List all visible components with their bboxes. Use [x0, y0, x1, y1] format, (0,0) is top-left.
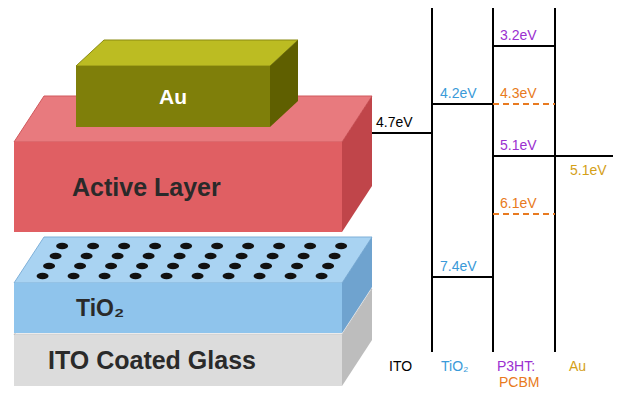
pore-dot — [149, 243, 161, 249]
pore-dot — [161, 273, 173, 279]
pore-dot — [180, 243, 192, 249]
axis-line — [554, 8, 556, 352]
pore-dot — [43, 263, 55, 269]
pore-dot — [105, 263, 117, 269]
au-side-face — [270, 40, 298, 127]
pore-dots — [37, 243, 348, 279]
pore-dot — [316, 273, 328, 279]
pore-dot — [236, 253, 248, 259]
material-name: TiO₂ — [441, 358, 468, 374]
pore-dot — [56, 243, 68, 249]
pore-dot — [143, 253, 155, 259]
energy-value: 6.1eV — [500, 195, 537, 211]
energy-value: 4.2eV — [440, 85, 477, 101]
pore-dot — [285, 273, 297, 279]
pcbm-level — [493, 103, 555, 105]
pore-dot — [211, 243, 223, 249]
layer-name: Au — [159, 85, 187, 109]
pore-dot — [74, 263, 86, 269]
pore-dot — [198, 263, 210, 269]
energy-value: 3.2eV — [500, 27, 537, 43]
axis-line — [431, 8, 433, 352]
energy-value: 4.3eV — [500, 85, 537, 101]
pore-dot — [223, 273, 235, 279]
pore-dot — [112, 253, 124, 259]
pore-dot — [136, 263, 148, 269]
material-name: PCBM — [499, 374, 539, 390]
tio2-level — [432, 276, 493, 278]
tio2-top-face — [14, 237, 372, 283]
energy-value: 7.4eV — [440, 258, 477, 274]
pore-dot — [335, 243, 347, 249]
material-name: Au — [569, 358, 586, 374]
pore-dot — [50, 253, 62, 259]
pore-dot — [273, 243, 285, 249]
pore-dot — [87, 243, 99, 249]
layer-name: ITO Coated Glass — [48, 346, 256, 375]
pore-dot — [205, 253, 217, 259]
active-side-face — [342, 96, 372, 232]
p3ht-level — [493, 45, 555, 47]
axis-line — [492, 8, 494, 352]
pore-dot — [81, 253, 93, 259]
pore-dot — [130, 273, 142, 279]
active-layer: Active Layer — [14, 142, 342, 232]
pore-dot — [118, 243, 130, 249]
p3ht-level — [493, 155, 555, 157]
pore-dot — [267, 253, 279, 259]
pore-dot — [322, 263, 334, 269]
energy-axes — [432, 8, 555, 352]
pore-dot — [291, 263, 303, 269]
pore-dot — [260, 263, 272, 269]
pore-dot — [229, 263, 241, 269]
au-level — [555, 155, 613, 157]
pore-dot — [304, 243, 316, 249]
tio2-side-face — [342, 237, 372, 333]
tio2-level — [432, 103, 493, 105]
layer-name: TiO₂ — [76, 295, 124, 322]
pore-dot — [174, 253, 186, 259]
energy-value: 4.7eV — [376, 114, 413, 130]
energy-levels — [372, 46, 613, 277]
pore-dot — [192, 273, 204, 279]
au-top-face — [76, 40, 298, 66]
energy-value: 5.1eV — [570, 162, 607, 178]
layer-name: Active Layer — [72, 173, 221, 202]
pore-dot — [99, 273, 111, 279]
pore-dot — [254, 273, 266, 279]
material-name: ITO — [389, 358, 412, 374]
material-name: P3HT: — [497, 358, 535, 374]
pore-dot — [329, 253, 341, 259]
tio2-layer: TiO₂ — [14, 283, 342, 333]
pore-dot — [68, 273, 80, 279]
pore-dot — [167, 263, 179, 269]
energy-value: 5.1eV — [500, 137, 537, 153]
pore-dot — [37, 273, 49, 279]
pcbm-level — [493, 213, 555, 215]
gold-electrode: Au — [76, 66, 270, 127]
ito-level — [372, 132, 432, 134]
ito-glass: ITO Coated Glass — [14, 335, 342, 386]
pore-dot — [242, 243, 254, 249]
pore-dot — [298, 253, 310, 259]
